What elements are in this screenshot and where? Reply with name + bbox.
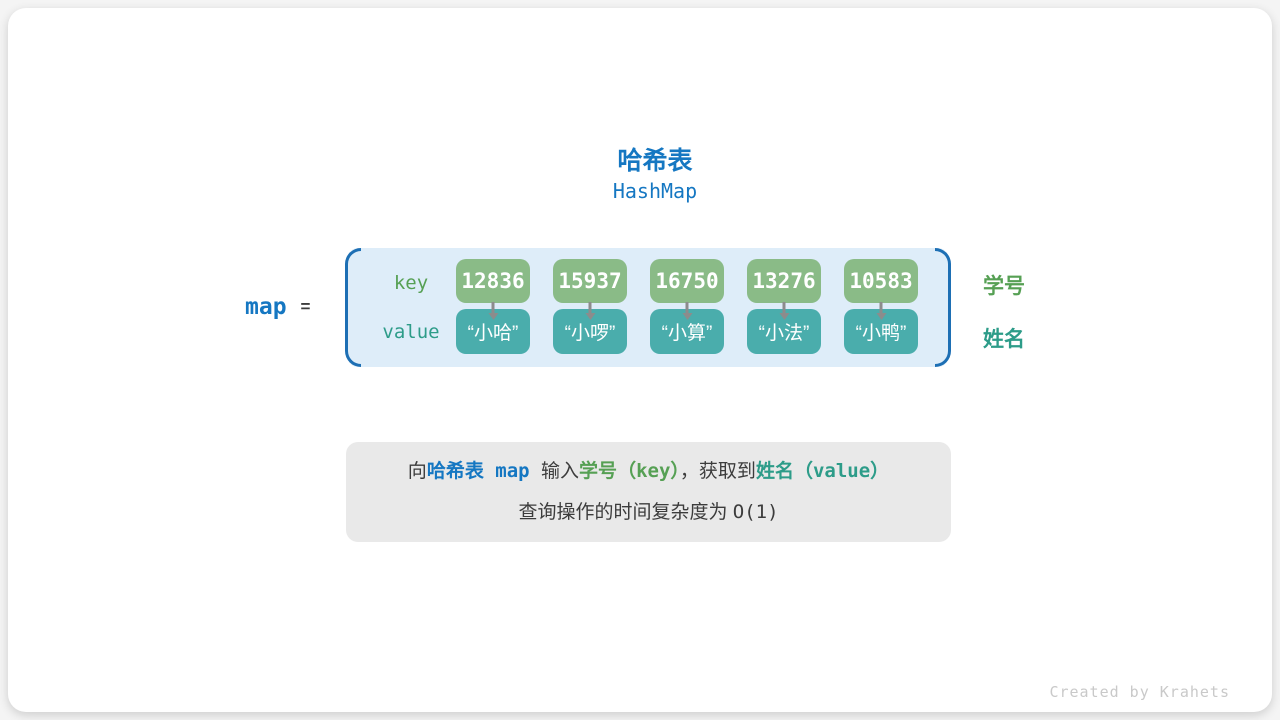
note-segment: 向	[407, 460, 427, 482]
map-variable-label: map =	[245, 292, 310, 322]
entry-column: 10583 “小鸭”	[844, 248, 918, 367]
note-segment: ）	[870, 460, 890, 482]
map-variable-name: map	[245, 294, 287, 320]
note-segment: 哈希表	[426, 460, 484, 482]
note-segment: 查询操作的时间复杂度为	[518, 501, 733, 523]
page-subtitle: HashMap	[612, 179, 698, 203]
entry-column: 12836 “小哈”	[456, 248, 530, 367]
equals-sign: =	[300, 297, 311, 316]
entry-column: 15937 “小啰”	[553, 248, 627, 367]
note-segment: map	[483, 459, 542, 482]
key-box: 10583	[844, 259, 918, 303]
note-segment: value	[812, 459, 871, 482]
key-box: 12836	[456, 259, 530, 303]
note-line-2: 查询操作的时间复杂度为 O(1)	[518, 500, 779, 524]
arrow-down-icon	[588, 302, 592, 313]
entry-column: 16750 “小算”	[650, 248, 724, 367]
key-box: 15937	[553, 259, 627, 303]
note-segment: （	[793, 460, 813, 482]
note-segment: 学号	[579, 460, 618, 482]
note-line-1: 向哈希表 map 输入学号（key），获取到姓名（value）	[407, 459, 890, 483]
keys-annotation: 学号	[983, 275, 1025, 298]
arrow-down-icon	[685, 302, 689, 313]
values-annotation: 姓名	[983, 328, 1025, 351]
hashmap-container: key value 12836 “小哈” 15937 “小啰” 16750 “小…	[345, 248, 951, 367]
key-box: 16750	[650, 259, 724, 303]
note-box: 向哈希表 map 输入学号（key），获取到姓名（value） 查询操作的时间复…	[346, 442, 951, 542]
note-segment: （	[617, 460, 637, 482]
arrow-down-icon	[491, 302, 495, 313]
note-segment: 姓名	[755, 460, 794, 482]
value-row-label: value	[382, 321, 440, 343]
arrow-down-icon	[879, 302, 883, 313]
note-segment: key	[636, 459, 671, 482]
note-segment: O(1)	[732, 500, 779, 523]
credit-text: Created by Krahets	[1049, 683, 1230, 701]
key-row-label: key	[393, 272, 429, 294]
bracket-right-icon	[935, 248, 951, 367]
arrow-down-icon	[782, 302, 786, 313]
canvas-card: 哈希表 HashMap map = key value 12836 “小哈” 1…	[8, 8, 1272, 712]
entry-column: 13276 “小法”	[747, 248, 821, 367]
key-box: 13276	[747, 259, 821, 303]
page-title: 哈希表	[617, 147, 693, 175]
note-segment: 输入	[541, 460, 580, 482]
note-segment: ，获取到	[679, 460, 756, 482]
bracket-left-icon	[345, 248, 361, 367]
note-segment: ）	[670, 460, 680, 482]
